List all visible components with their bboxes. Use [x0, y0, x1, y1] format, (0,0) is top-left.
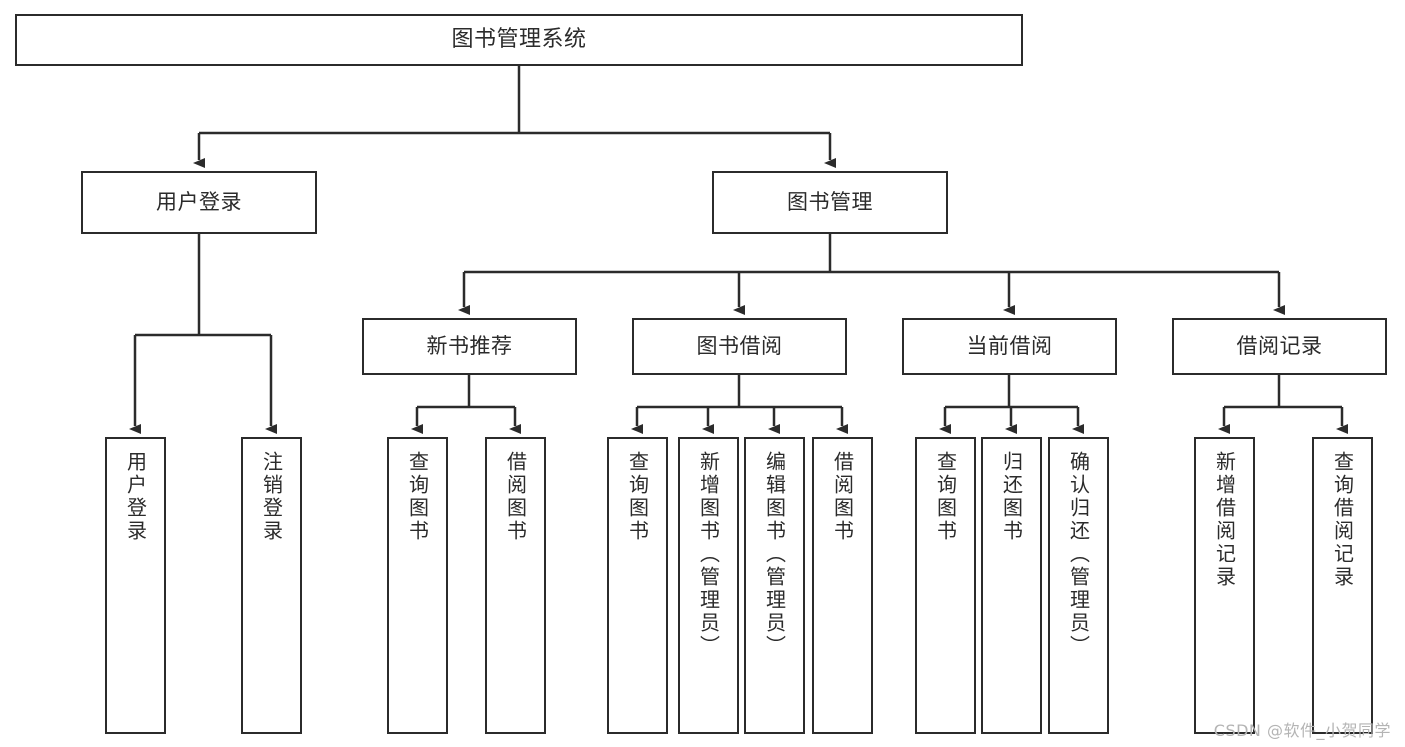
leaf-new-book-query-book[interactable]: 查询图书 — [387, 437, 448, 734]
node-label: 确认归还（管理员） — [1066, 451, 1091, 658]
node-book-borrow[interactable]: 图书借阅 — [632, 318, 847, 375]
node-label: 图书管理 — [787, 190, 873, 215]
node-borrow-record[interactable]: 借阅记录 — [1172, 318, 1387, 375]
node-label: 借阅记录 — [1236, 334, 1323, 359]
node-label: 图书管理系统 — [451, 27, 587, 53]
node-label: 新书推荐 — [426, 334, 513, 359]
node-label: 新增借阅记录 — [1212, 451, 1237, 589]
node-label: 借阅图书 — [503, 451, 528, 543]
csdn-watermark: CSDN @软件_小贺同学 — [1213, 721, 1391, 740]
leaf-new-book-borrow-book[interactable]: 借阅图书 — [485, 437, 546, 734]
leaf-book-borrow-borrow-book[interactable]: 借阅图书 — [812, 437, 873, 734]
node-new-book-recommend[interactable]: 新书推荐 — [362, 318, 577, 375]
node-current-borrow[interactable]: 当前借阅 — [902, 318, 1117, 375]
node-label: 查询图书 — [933, 451, 958, 543]
leaf-book-borrow-add-book-admin[interactable]: 新增图书（管理员） — [678, 437, 739, 734]
leaf-borrow-record-add-record[interactable]: 新增借阅记录 — [1194, 437, 1255, 734]
leaf-book-borrow-edit-book-admin[interactable]: 编辑图书（管理员） — [744, 437, 805, 734]
node-label: 编辑图书（管理员） — [762, 451, 787, 658]
node-label: 用户登录 — [156, 190, 242, 215]
node-label: 借阅图书 — [830, 451, 855, 543]
leaf-borrow-record-query-record[interactable]: 查询借阅记录 — [1312, 437, 1373, 734]
node-user-login[interactable]: 用户登录 — [81, 171, 317, 234]
node-label: 用户登录 — [123, 451, 148, 543]
node-label: 图书借阅 — [696, 334, 783, 359]
node-label: 注销登录 — [259, 451, 284, 543]
leaf-current-borrow-return-book[interactable]: 归还图书 — [981, 437, 1042, 734]
leaf-user-login-login[interactable]: 用户登录 — [105, 437, 166, 734]
node-label: 归还图书 — [999, 451, 1024, 543]
node-root-book-management-system[interactable]: 图书管理系统 — [15, 14, 1023, 66]
leaf-user-login-logout[interactable]: 注销登录 — [241, 437, 302, 734]
node-label: 当前借阅 — [966, 334, 1053, 359]
leaf-current-borrow-confirm-return-admin[interactable]: 确认归还（管理员） — [1048, 437, 1109, 734]
leaf-book-borrow-query-book[interactable]: 查询图书 — [607, 437, 668, 734]
node-label: 新增图书（管理员） — [696, 451, 721, 658]
leaf-current-borrow-query-book[interactable]: 查询图书 — [915, 437, 976, 734]
node-book-management[interactable]: 图书管理 — [712, 171, 948, 234]
node-label: 查询借阅记录 — [1330, 451, 1355, 589]
node-label: 查询图书 — [625, 451, 650, 543]
node-label: 查询图书 — [405, 451, 430, 543]
